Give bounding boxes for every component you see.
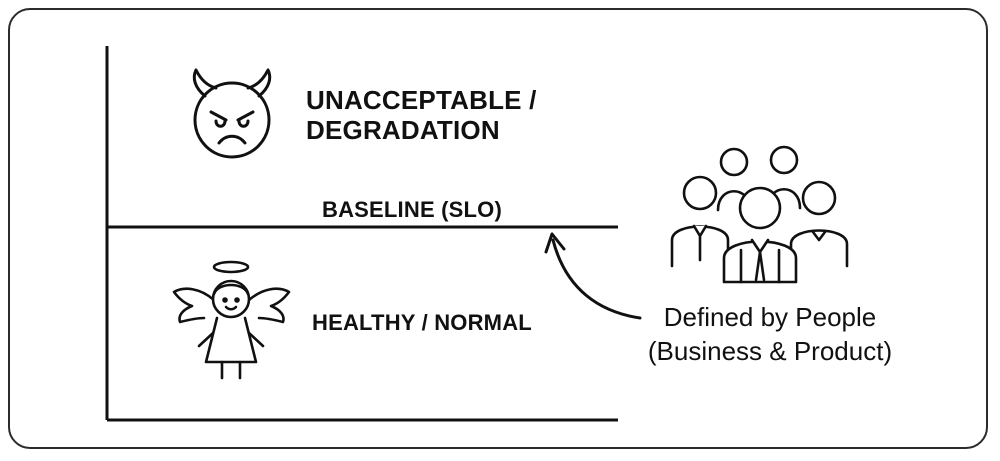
angel-icon xyxy=(172,260,291,380)
baseline-label: BASELINE (SLO) xyxy=(322,197,503,222)
people-group-icon xyxy=(670,145,849,284)
unacceptable-label: UNACCEPTABLE / DEGRADATION xyxy=(306,85,537,145)
defined-by-people-label: Defined by People (Business & Product) xyxy=(640,300,900,368)
unacceptable-line1: UNACCEPTABLE / xyxy=(306,85,537,115)
unacceptable-line2: DEGRADATION xyxy=(306,115,500,145)
devil-face-icon xyxy=(192,68,272,159)
healthy-label: HEALTHY / NORMAL xyxy=(312,310,532,335)
defined-line2: (Business & Product) xyxy=(647,336,893,366)
curved-arrow-icon xyxy=(544,232,642,320)
defined-line1: Defined by People xyxy=(663,302,877,332)
